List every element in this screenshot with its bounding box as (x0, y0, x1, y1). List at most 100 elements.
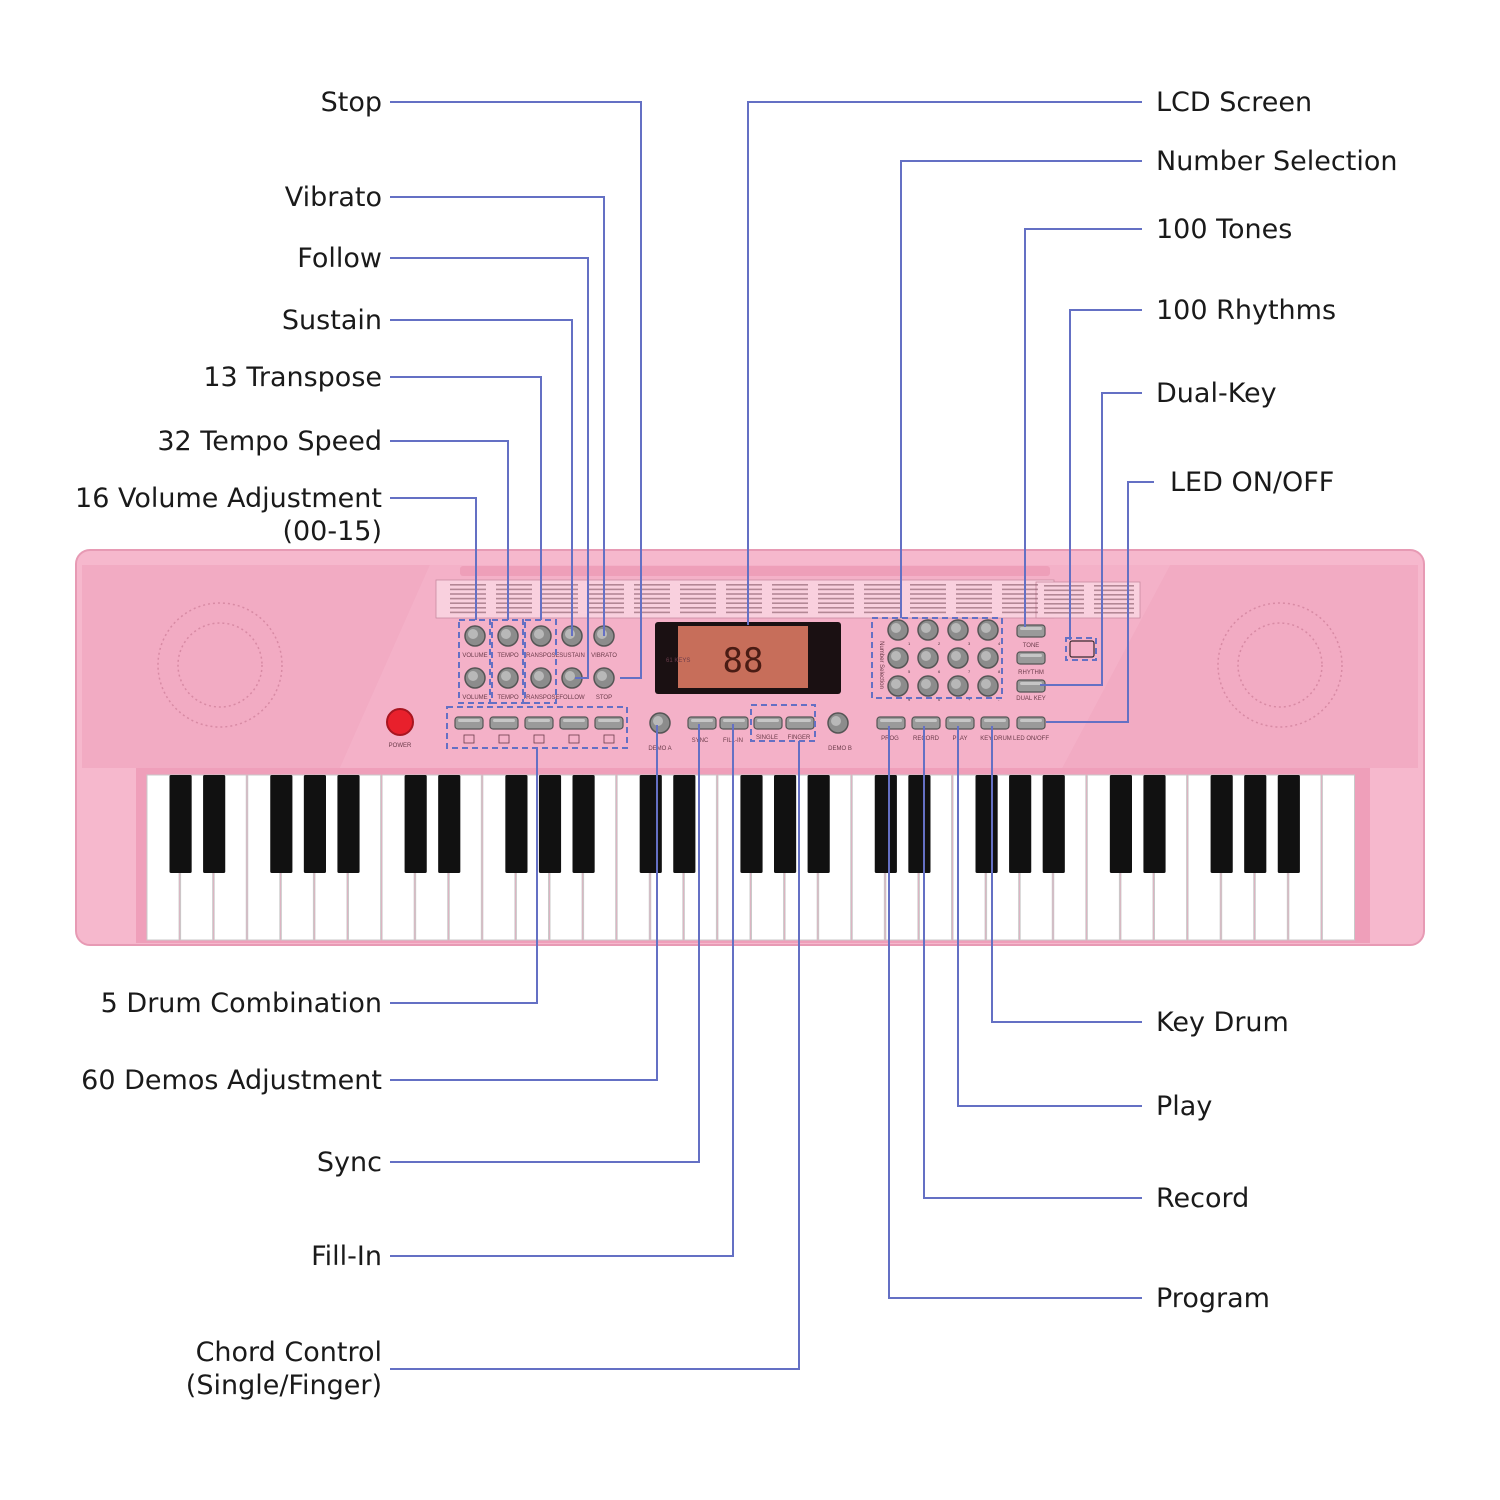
prog-button[interactable] (876, 716, 906, 730)
callout-follow: Follow (297, 243, 382, 274)
panel-label-left: TEMPO (497, 695, 519, 701)
callout-number: Number Selection (1156, 146, 1397, 177)
drum-pattern-button[interactable] (524, 716, 554, 730)
drum-icon (533, 734, 545, 744)
black-key[interactable] (337, 775, 360, 873)
volume-up-button[interactable] (464, 625, 486, 647)
black-key[interactable] (1143, 775, 1166, 873)
drum-pattern-button[interactable] (594, 716, 624, 730)
panel-label-left: VOLUME (462, 653, 487, 659)
callout-drum: 5 Drum Combination (101, 988, 382, 1019)
key-drum-button[interactable] (980, 716, 1010, 730)
panel-label-right: PLAY (953, 736, 968, 742)
callout-vibrato: Vibrato (285, 182, 382, 213)
tempo-down-button[interactable] (497, 667, 519, 689)
stop-button[interactable] (593, 667, 615, 689)
number-key-0[interactable] (917, 675, 939, 697)
drum-icon (603, 734, 615, 744)
black-key[interactable] (975, 775, 998, 873)
number-key-6[interactable] (917, 647, 939, 669)
black-key[interactable] (1109, 775, 1132, 873)
record-button[interactable] (911, 716, 941, 730)
power-button[interactable]: POWER (386, 708, 414, 749)
panel-label-left: TRANSPOSE (522, 695, 559, 701)
callout-volume: 16 Volume Adjustment (75, 483, 382, 514)
right-speaker-grille (1062, 565, 1418, 768)
tempo-up-button[interactable] (497, 625, 519, 647)
number-key-8[interactable] (977, 647, 999, 669)
black-key[interactable] (538, 775, 562, 873)
number-key-+[interactable] (947, 675, 969, 697)
drum-pattern-button[interactable] (454, 716, 484, 730)
volume-down-button[interactable] (464, 667, 486, 689)
black-key[interactable] (874, 775, 897, 873)
panel-label-right: KEY DRUM (980, 736, 1012, 742)
number-key-3[interactable] (947, 619, 969, 641)
black-key[interactable] (438, 775, 461, 873)
black-key[interactable] (270, 775, 293, 873)
keys-badge: 61 KEYS (666, 658, 690, 664)
lcd-screen: 88 61 KEYS (655, 622, 841, 694)
black-key[interactable] (1277, 775, 1300, 873)
number-key-5[interactable] (887, 647, 909, 669)
black-key[interactable] (1009, 775, 1032, 873)
number-key-label: + (968, 697, 971, 702)
play-button[interactable] (945, 716, 975, 730)
black-key[interactable] (303, 775, 326, 873)
demo-a-button[interactable] (649, 712, 671, 734)
black-key[interactable] (169, 775, 192, 873)
number-key-label: 0 (938, 697, 941, 702)
black-key[interactable] (1244, 775, 1267, 873)
panel-label-right: DUAL KEY (1016, 696, 1045, 702)
number-key--[interactable] (977, 675, 999, 697)
callout-transpose: 13 Transpose (203, 362, 382, 393)
single-button[interactable] (753, 716, 783, 730)
black-key[interactable] (908, 775, 931, 873)
callout-rhythms: 100 Rhythms (1156, 295, 1336, 326)
number-key-label: 8 (998, 669, 1001, 674)
black-key[interactable] (673, 775, 696, 873)
finger-button[interactable] (785, 716, 815, 730)
transpose-down-button[interactable] (530, 667, 552, 689)
black-key[interactable] (807, 775, 830, 873)
black-key[interactable] (1210, 775, 1233, 873)
number-key-1[interactable] (887, 619, 909, 641)
white-key[interactable] (1321, 774, 1355, 941)
black-key[interactable] (203, 775, 226, 873)
drum-pattern-button[interactable] (489, 716, 519, 730)
drum-pattern-button[interactable] (559, 716, 589, 730)
black-key[interactable] (505, 775, 528, 873)
panel-label-center: DEMO A (648, 746, 671, 752)
black-key[interactable] (639, 775, 662, 873)
black-key[interactable] (572, 775, 595, 873)
number-key-label: 2 (938, 641, 941, 646)
transpose-up-button[interactable] (530, 625, 552, 647)
callout-fillin: Fill-In (311, 1241, 382, 1272)
number-key-2[interactable] (917, 619, 939, 641)
callout-led: LED ON/OFF (1170, 467, 1334, 498)
rhythm-button[interactable] (1016, 651, 1046, 665)
callout-play: Play (1156, 1091, 1212, 1122)
panel-label-right: LED ON/OFF (1013, 736, 1049, 742)
number-key-9[interactable] (887, 675, 909, 697)
black-key[interactable] (774, 775, 797, 873)
black-key[interactable] (1042, 775, 1065, 873)
sync-button[interactable] (687, 716, 717, 730)
callout-stop: Stop (321, 87, 382, 118)
led-button[interactable] (1016, 716, 1046, 730)
panel-label-right: TONE (1023, 643, 1040, 649)
black-key[interactable] (404, 775, 427, 873)
tone-button[interactable] (1016, 624, 1046, 638)
demo-b-button[interactable] (827, 712, 849, 734)
number-key-7[interactable] (947, 647, 969, 669)
callout-record: Record (1156, 1183, 1249, 1214)
black-key[interactable] (740, 775, 763, 873)
panel-label-right: PROG (881, 736, 899, 742)
panel-label-center: FINGER (788, 735, 811, 741)
callout-sync: Sync (317, 1147, 382, 1178)
number-key-4[interactable] (977, 619, 999, 641)
